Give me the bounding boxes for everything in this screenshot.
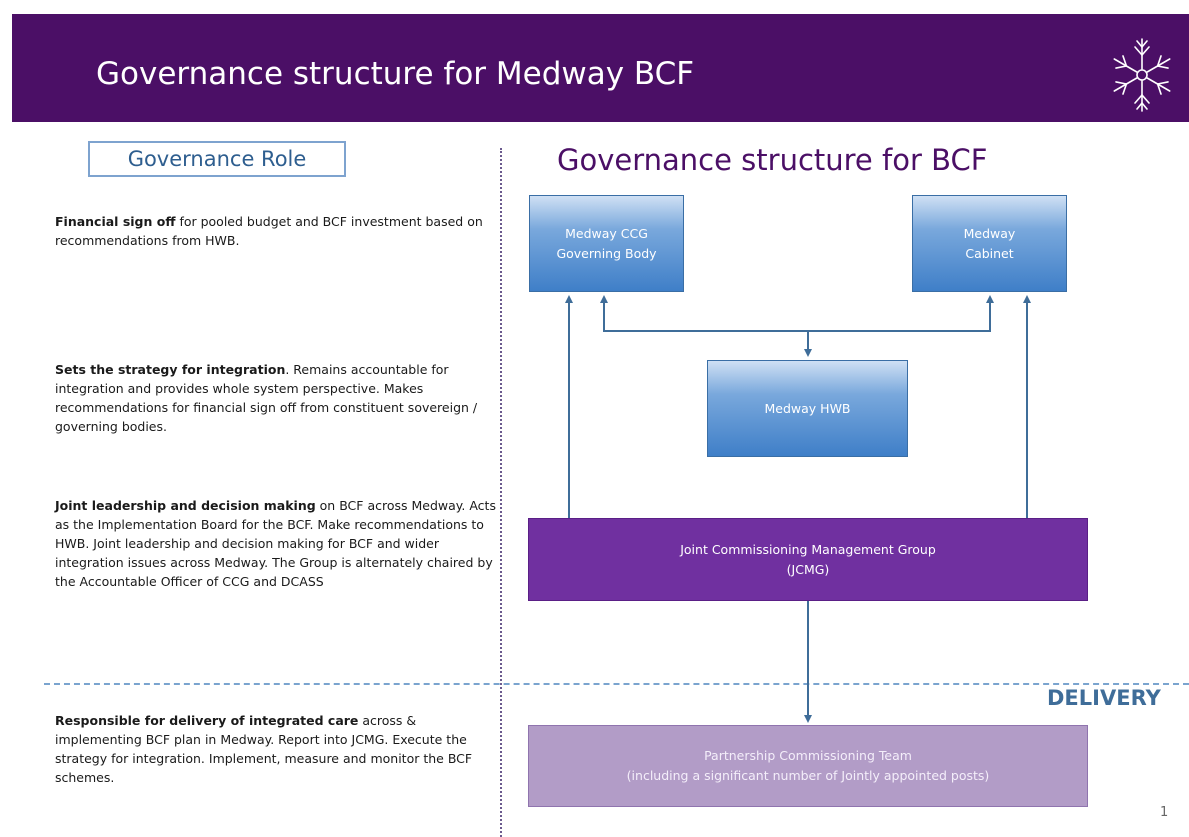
node-ccg-governing-body: Medway CCG Governing Body [529,195,684,292]
node-partnership-commissioning-team: Partnership Commissioning Team (includin… [528,725,1088,807]
role-description-leadership: Joint leadership and decision making on … [55,496,500,591]
node-medway-cabinet: Medway Cabinet [912,195,1067,292]
governance-role-heading: Governance Role [88,141,346,177]
node-label: Medway [963,225,1016,241]
role-text: across & implementing BCF plan in Medway… [55,713,473,785]
node-medway-hwb: Medway HWB [707,360,908,457]
node-label: Partnership Commissioning Team [704,748,912,763]
role-bold: Responsible for delivery of integrated c… [55,713,359,728]
role-bold: Financial sign off [55,214,176,229]
snowflake-logo-icon [1113,38,1171,112]
arrow-hwb-to-ccg [600,295,809,354]
node-label: Joint Commissioning Management Group [680,541,936,557]
role-description-strategy: Sets the strategy for integration. Remai… [55,360,500,436]
role-text: for pooled budget and BCF investment bas… [55,214,483,248]
title-banner: Governance structure for Medway BCF [12,14,1189,122]
role-description-delivery: Responsible for delivery of integrated c… [55,711,500,787]
page-number: 1 [1160,805,1169,820]
page-title: Governance structure for Medway BCF [96,56,695,92]
role-bold: Sets the strategy for integration [55,362,286,377]
node-label: Cabinet [965,245,1014,261]
node-label: (JCMG) [786,561,830,577]
diagram-title: Governance structure for BCF [557,143,988,177]
vertical-divider [500,148,502,837]
role-bold: Joint leadership and decision making [55,498,316,513]
arrow-hwb-to-cabinet [808,295,994,332]
role-text: on BCF across Medway. Acts as the Implem… [55,498,496,589]
delivery-label: DELIVERY [1047,686,1161,710]
role-text: . Remains accountable for integration an… [55,362,478,434]
node-label: (including a significant number of Joint… [626,768,990,783]
node-label: Governing Body [556,245,657,261]
role-description-financial: Financial sign off for pooled budget and… [55,212,500,250]
node-label: Medway CCG [565,225,648,241]
delivery-divider [44,683,1189,685]
node-jcmg: Joint Commissioning Management Group (JC… [528,518,1088,601]
node-label: Medway HWB [764,400,851,416]
